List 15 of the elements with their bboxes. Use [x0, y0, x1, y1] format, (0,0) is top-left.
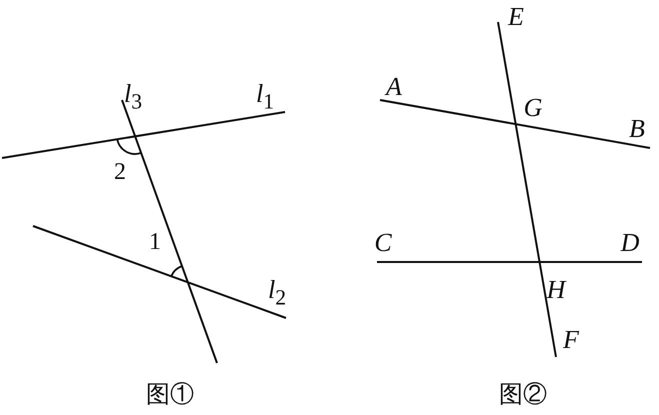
figure-caption: 图②: [499, 383, 547, 407]
point-label: B: [629, 116, 645, 142]
point-label: C: [374, 230, 392, 256]
angle-label: 1: [149, 230, 161, 254]
point-label: G: [524, 95, 542, 121]
point-label: D: [620, 230, 640, 256]
line-label: l$_{2}$: [268, 277, 286, 309]
figure-caption: 图①: [146, 383, 194, 407]
point-label: F: [563, 327, 579, 353]
point-label: E: [508, 4, 524, 30]
line-label: l$_{1}$: [256, 81, 274, 113]
point-label: A: [386, 74, 402, 100]
angle-label: 2: [114, 160, 126, 184]
point-label: H: [546, 277, 566, 303]
line-label: l$_{3}$: [124, 81, 142, 113]
